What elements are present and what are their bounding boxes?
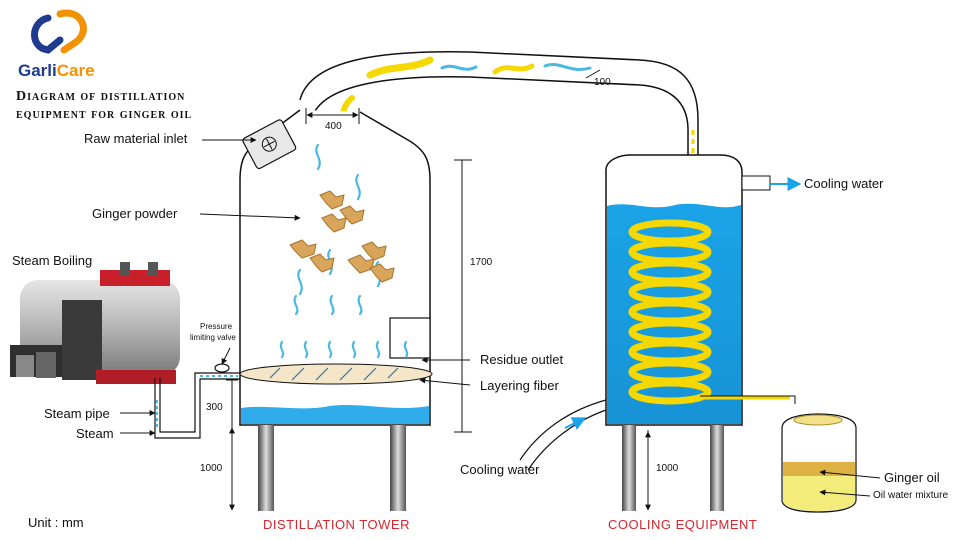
label-steam-pipe: Steam pipe	[44, 406, 110, 421]
brand-name-part-b: Care	[56, 61, 95, 80]
collection-jar	[781, 413, 857, 513]
label-cooling-water-out: Cooling water	[804, 176, 884, 191]
caption-distillation-tower: DISTILLATION TOWER	[263, 517, 410, 532]
label-oil-water-mixture: Oil water mixture	[873, 490, 949, 501]
label-ginger-powder: Ginger powder	[92, 206, 178, 221]
diagram-title-line1: Diagram of distillation	[16, 89, 186, 104]
dim-pipe-diameter: 100	[594, 77, 611, 88]
diagram-title: Diagram of distillation equipment for gi…	[16, 88, 192, 124]
label-raw-material-inlet: Raw material inlet	[84, 131, 188, 146]
label-pressure-valve-1: Pressure	[200, 322, 233, 331]
caption-cooling-equipment: COOLING EQUIPMENT	[608, 517, 758, 532]
label-steam: Steam	[76, 426, 114, 441]
dim-steam-height: 300	[206, 402, 223, 413]
cooling-tank	[519, 154, 796, 511]
dim-tower-leg: 1000	[200, 463, 223, 474]
brand-logo	[31, 9, 87, 54]
brand-name-part-a: Garli	[18, 61, 57, 80]
label-unit: Unit : mm	[28, 515, 84, 530]
label-cooling-water-in: Cooling water	[460, 462, 540, 477]
label-layering-fiber: Layering fiber	[480, 378, 559, 393]
dimension-lines	[226, 69, 651, 511]
brand-name: GarliCare	[18, 61, 95, 81]
label-pressure-valve-2: limiting valve	[190, 333, 236, 342]
dim-cooler-leg: 1000	[656, 463, 679, 474]
label-ginger-oil: Ginger oil	[884, 470, 940, 485]
steam-boiler	[10, 262, 180, 384]
label-residue-outlet: Residue outlet	[480, 352, 564, 367]
dim-tower-height: 1700	[470, 257, 493, 268]
leader-lines	[120, 137, 881, 497]
dim-pipe-width: 400	[325, 121, 342, 132]
diagram-title-line2: equipment for ginger oil	[16, 107, 193, 122]
distillation-tower	[239, 109, 433, 511]
label-steam-boiling: Steam Boiling	[12, 253, 93, 268]
